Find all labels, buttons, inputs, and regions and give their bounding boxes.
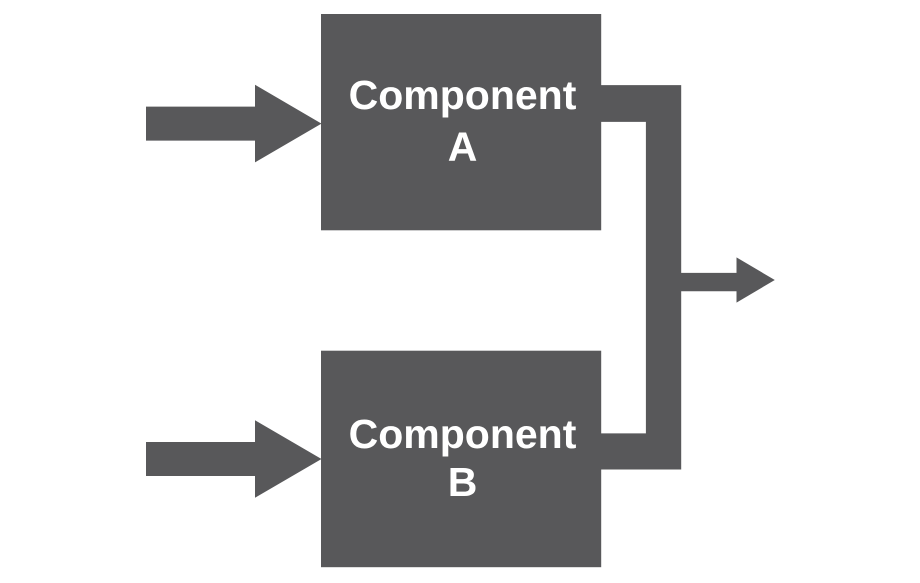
svg-text:A: A [448, 123, 478, 169]
svg-text:Component: Component [349, 72, 577, 118]
svg-text:Component: Component [349, 411, 577, 457]
svg-text:B: B [448, 459, 478, 505]
